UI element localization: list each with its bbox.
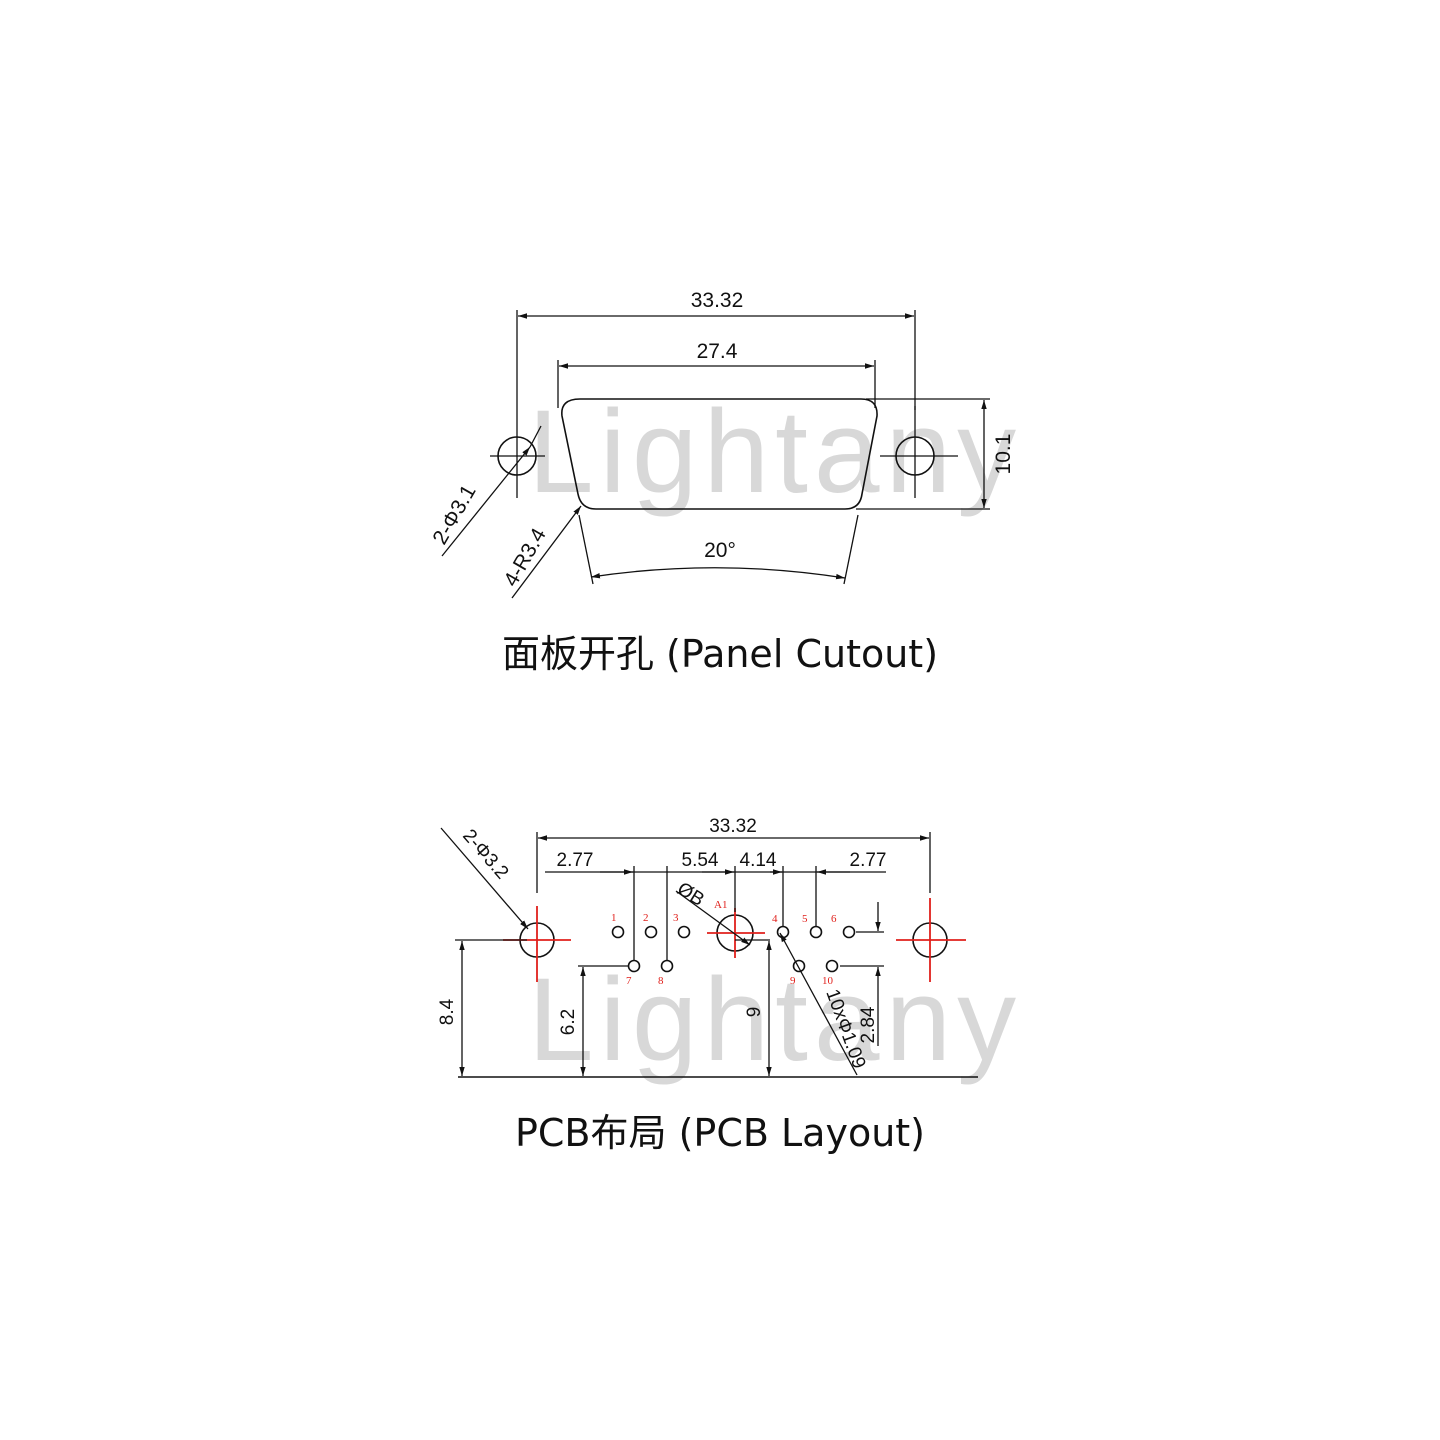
pcb-dim-center-left-label: 5.54 (682, 850, 719, 871)
panel-cutout-view: Lightany 33.32 27.4 (428, 289, 1022, 676)
pcb-dim-row2-height-label: 6.2 (558, 1009, 579, 1035)
right-mount-hole (880, 406, 958, 498)
pin-2-label: 2 (643, 912, 649, 924)
pin-1 (611, 925, 625, 939)
pin-6-label: 6 (831, 913, 837, 925)
pcb-dim-overall-width-label: 33.32 (709, 816, 757, 837)
pin-3 (677, 925, 691, 939)
pcb-layout-view: Lightany A1 1 (437, 816, 1022, 1155)
pcb-dim-row-spacing-label: 2.84 (858, 1006, 879, 1043)
pin-5 (809, 925, 823, 939)
pin-7-label: 7 (626, 975, 632, 987)
pcb-dim-center-right-label: 4.14 (740, 850, 777, 871)
dim-height: 10.1 (856, 398, 1015, 510)
pin-5-label: 5 (802, 913, 808, 925)
pcb-dim-right-pitch-label: 2.77 (850, 850, 887, 871)
dim-slot-width: 27.4 (557, 340, 876, 408)
pcb-dim-mount-holes: 2-Φ3.2 (440, 826, 529, 930)
pin-7 (627, 959, 641, 973)
pcb-dim-left-pitch-label: 2.77 (557, 850, 594, 871)
dim-slot-width-label: 27.4 (697, 340, 738, 363)
coax-a1-label: A1 (714, 899, 727, 911)
pcb-dim-pitch-row: 2.77 5.54 4.14 2.77 (545, 850, 886, 960)
dim-height-label: 10.1 (992, 434, 1015, 475)
pcb-dim-coax-diameter-label: ØB (673, 878, 707, 910)
pin-10-label: 10 (822, 975, 834, 987)
pin-1-label: 1 (611, 912, 617, 924)
pcb-right-mount-hole (896, 898, 966, 982)
pcb-dim-coax-height: 9 (735, 939, 772, 1076)
pin-8-label: 8 (658, 975, 664, 987)
pcb-pin-row-2: 7 8 9 10 (626, 959, 839, 987)
pcb-dim-overall-width: 33.32 (536, 816, 931, 893)
panel-cutout-caption: 面板开孔 (Panel Cutout) (502, 632, 938, 676)
dim-mount-holes-label: 2-Φ3.1 (428, 481, 480, 548)
pcb-dim-row-spacing: 2.84 (840, 902, 884, 1046)
pcb-dim-coax-diameter: ØB (673, 878, 751, 946)
pcb-dim-row2-height: 6.2 (558, 965, 628, 1076)
pin-8 (660, 959, 674, 973)
pcb-coax-a1: A1 (707, 899, 765, 958)
dim-overall-width: 33.32 (516, 289, 916, 410)
dim-corner-radius: 4-R3.4 (499, 505, 582, 599)
dim-angle-label: 20° (704, 539, 736, 562)
dim-overall-width-label: 33.32 (691, 289, 744, 312)
pin-2 (644, 925, 658, 939)
pin-4 (776, 925, 790, 939)
watermark-top: Lightany (528, 386, 1022, 518)
watermark-bottom: Lightany (528, 954, 1022, 1086)
pin-4-label: 4 (772, 913, 778, 925)
pcb-dim-mount-holes-label: 2-Φ3.2 (458, 826, 512, 884)
pcb-layout-caption: PCB布局 (PCB Layout) (515, 1111, 925, 1155)
pcb-dim-coax-height-label: 9 (744, 1007, 765, 1018)
pcb-dim-mount-height: 8.4 (437, 939, 527, 1076)
pin-9 (792, 959, 806, 973)
pcb-dim-mount-height-label: 8.4 (437, 998, 458, 1025)
dim-angle: 20° (578, 514, 859, 585)
left-mount-hole (490, 410, 545, 498)
pin-9-label: 9 (790, 975, 796, 987)
pin-6 (842, 925, 856, 939)
pin-3-label: 3 (673, 912, 679, 924)
pin-10 (825, 959, 839, 973)
